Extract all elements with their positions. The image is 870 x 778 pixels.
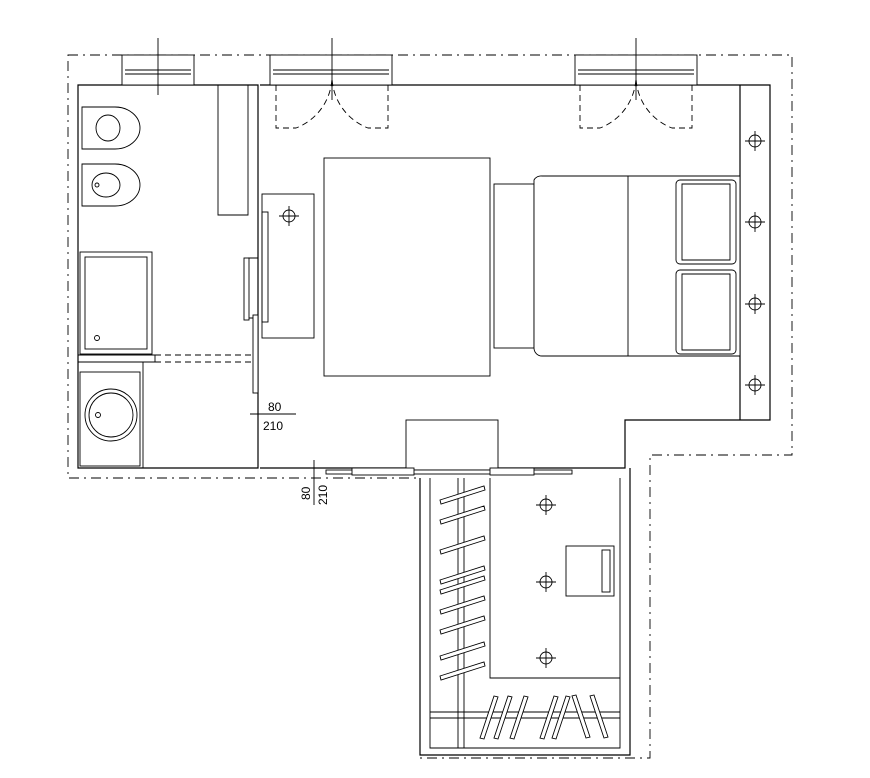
door-swing-icon — [275, 77, 333, 129]
light-fixture-icon — [745, 131, 765, 151]
windows — [121, 38, 698, 100]
wall-lights — [745, 131, 765, 395]
desk — [261, 193, 315, 339]
sink-icon — [79, 371, 141, 467]
dim-closet-width: 80 — [299, 486, 313, 500]
light-fixture-icon — [536, 495, 556, 515]
dimension-bathroom-door: 80 210 — [250, 400, 296, 433]
closet-shelf-left — [457, 478, 465, 748]
dim-closet-height: 210 — [316, 485, 330, 505]
light-fixture-icon — [745, 212, 765, 232]
door-swings — [275, 77, 693, 129]
dim-bathroom-width: 80 — [268, 400, 282, 414]
light-fixture-icon — [279, 206, 299, 226]
bathroom-partition — [217, 85, 249, 216]
light-fixture-icon — [745, 294, 765, 314]
armchair — [565, 545, 615, 597]
bathroom-fixtures — [79, 106, 153, 467]
hangers-bottom — [479, 694, 609, 740]
closet-outer-wall — [419, 468, 631, 756]
hangers-left — [439, 485, 486, 681]
closet-island — [489, 478, 620, 679]
walk-in-closet — [430, 478, 620, 748]
light-fixture-icon — [536, 572, 556, 592]
bathroom-outer-wall — [77, 84, 259, 469]
closet-sliding-doors — [325, 467, 573, 476]
rug — [323, 157, 491, 377]
shower-tray-icon — [79, 251, 153, 355]
bathroom-jamb — [247, 257, 258, 319]
exterior-outline — [67, 54, 793, 759]
bathroom-sliding-door — [243, 257, 259, 394]
double-bed — [493, 175, 741, 357]
closet-inner-wall — [429, 478, 621, 749]
bidet-icon — [81, 106, 141, 150]
window-icon — [574, 38, 698, 100]
window-icon — [121, 38, 195, 95]
door-swing-icon — [331, 77, 389, 129]
bench — [405, 419, 499, 471]
dimension-closet-door: 80 210 — [299, 460, 330, 505]
closet-shelf-bottom — [430, 711, 620, 719]
toilet-icon — [81, 163, 141, 207]
bedroom-furniture — [261, 157, 741, 471]
door-swing-icon — [635, 77, 693, 129]
light-fixture-icon — [536, 648, 556, 668]
bathroom-wall-segment — [78, 354, 156, 363]
light-fixture-icon — [745, 375, 765, 395]
window-icon — [269, 38, 393, 100]
dim-bathroom-height: 210 — [263, 419, 283, 433]
door-swing-icon — [579, 77, 637, 129]
